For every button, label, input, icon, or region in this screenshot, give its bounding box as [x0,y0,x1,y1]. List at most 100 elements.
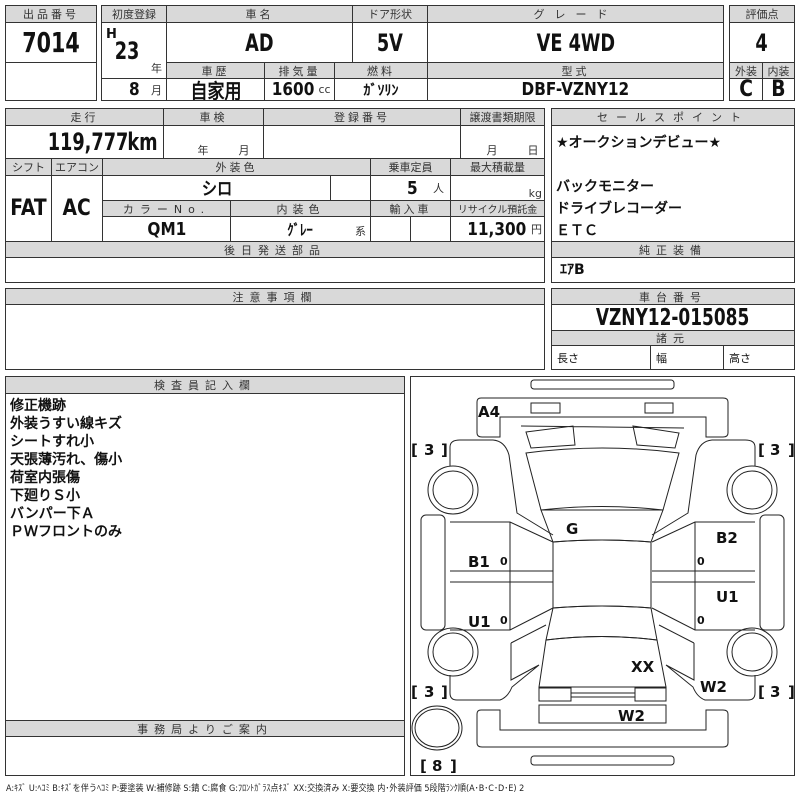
inspection-year-unit: 年 [197,144,209,157]
car-diagram-svg: A4 G B1 U1 B2 U1 XX W2 W2 0 0 0 0 [3] [3… [411,379,795,775]
caution-label: 注意事項欄 [5,288,545,305]
tire-rear-left: 3 [424,683,434,701]
taillight-left [538,687,572,702]
right-doors [651,521,755,631]
inspector-note: シートすれ小 [10,434,94,450]
color-no-value: QM1 [147,218,186,240]
bracket: [ [411,683,418,701]
transfer-month-unit: 月 [486,144,498,157]
tire-rear-right: 3 [770,683,780,701]
chassis-number: VZNY12-015085 [551,304,795,331]
sales-points: ★オークションデビュー★ バックモニター ドライブレコーダー ＥＴＣ [551,125,795,242]
ac-value: AC [62,196,92,221]
left-sill [420,514,446,631]
door-value: 5V [376,28,404,57]
grille [520,425,685,449]
mark-rear-panel: W2 [618,707,645,725]
ac-label: エアコン [51,158,103,176]
shift-label: シフト [5,158,52,176]
kg-unit: kg [528,187,542,200]
genuine-equipment-label: 純正装備 [551,241,795,258]
grade-label: グレード [427,5,724,23]
windshield [540,509,664,543]
cc-unit: cc [318,83,331,96]
tire-spare: 8 [432,757,442,775]
later-parts-label: 後日発送部品 [5,241,545,258]
sales-points-list: ★オークションデビュー★ バックモニター ドライブレコーダー ＥＴＣ [552,130,725,241]
km-unit: km [127,128,158,156]
lot-number-value: 7014 [22,26,80,59]
bracket: ] [441,441,448,459]
recycle-value: 11,300 [466,218,526,240]
model: DBF-VZNY12 [427,78,724,101]
inspector-note: バンパー下Ａ [10,506,95,522]
mark-left-rear-door: U1 [468,613,491,631]
grade-value: VE 4WD [536,28,615,57]
reg-month: 8 [129,79,140,100]
bracket: ] [788,441,795,459]
mark-right-rear-fender: W2 [700,678,727,696]
score-label: 評価点 [729,5,795,23]
width: 幅 [650,345,724,370]
year-unit: 年 [151,62,162,75]
bracket: [ [758,441,765,459]
shift: FAT [5,175,52,242]
history: 自家用 [166,78,265,101]
shift-value: FAT [10,196,47,221]
genuine-equipment: ｴｱB [551,257,795,283]
max-load: kg [450,175,545,201]
month-unit: 月 [151,83,162,97]
fuel: ｶﾞｿﾘﾝ [334,78,428,101]
air-conditioner: AC [51,175,103,242]
bracket: ] [441,683,448,701]
ext-grade-label: 外装 [729,62,763,79]
era: H [106,27,117,42]
history-label: 車歴 [166,62,265,79]
bracket: [ [420,757,427,775]
tire-front-right: 3 [770,441,780,459]
front-bumper [476,397,729,438]
model-label: 型式 [427,62,724,79]
sales-points-label: セールスポイント [551,108,795,126]
car-name-label: 車名 [166,5,353,23]
taillight-right [634,687,667,702]
mark-left-front-door: B1 [468,553,490,571]
inspector-note: 下廻りＳ小 [10,488,80,504]
model-value: DBF-VZNY12 [521,79,630,100]
lot-label: 出品番号 [5,5,97,23]
int-color: ｸﾞﾚｰ系 [230,216,371,242]
zero-mark: 0 [697,614,705,627]
later-parts [5,257,545,283]
door-type: 5V [352,22,428,63]
mark-right-front-door: B2 [716,529,738,547]
ext-color: シロ [102,175,331,201]
capacity-label: 乗車定員 [370,158,451,176]
inspector-label: 検査員記入欄 [5,376,405,394]
left-doors [450,521,554,631]
headlight-left [530,402,561,414]
door-label: ドア形状 [352,5,428,23]
int-grade-label: 内装 [762,62,795,79]
mark-front-bumper: A4 [478,403,500,421]
mark-windshield: G [566,520,578,538]
ext-color-extra [330,175,371,201]
right-front-fender [651,439,756,536]
mileage-label: 走行 [5,108,164,126]
inspection-month-unit: 月 [238,144,250,157]
fuel-value: ｶﾞｿﾘﾝ [363,82,399,99]
max-load-label: 最大積載量 [450,158,545,176]
person-unit: 人 [433,182,444,195]
genuine-equipment-value: ｴｱB [560,262,585,278]
mileage-value: 119,777 [47,128,129,156]
tire-front-left-bracket: [ [411,441,418,459]
bracket: [ [758,683,765,701]
legend: A:ｷｽﾞ U:ﾍｺﾐ B:ｷｽﾞを伴うﾍｺﾐ P:要塗装 W:補修跡 S:錆 … [6,784,525,794]
front-bar [530,379,675,390]
int-grade: B [762,78,795,101]
ext-color-label: 外装色 [102,158,371,176]
inspector-note: 荷室内張傷 [10,470,80,486]
office-notes [5,736,405,776]
